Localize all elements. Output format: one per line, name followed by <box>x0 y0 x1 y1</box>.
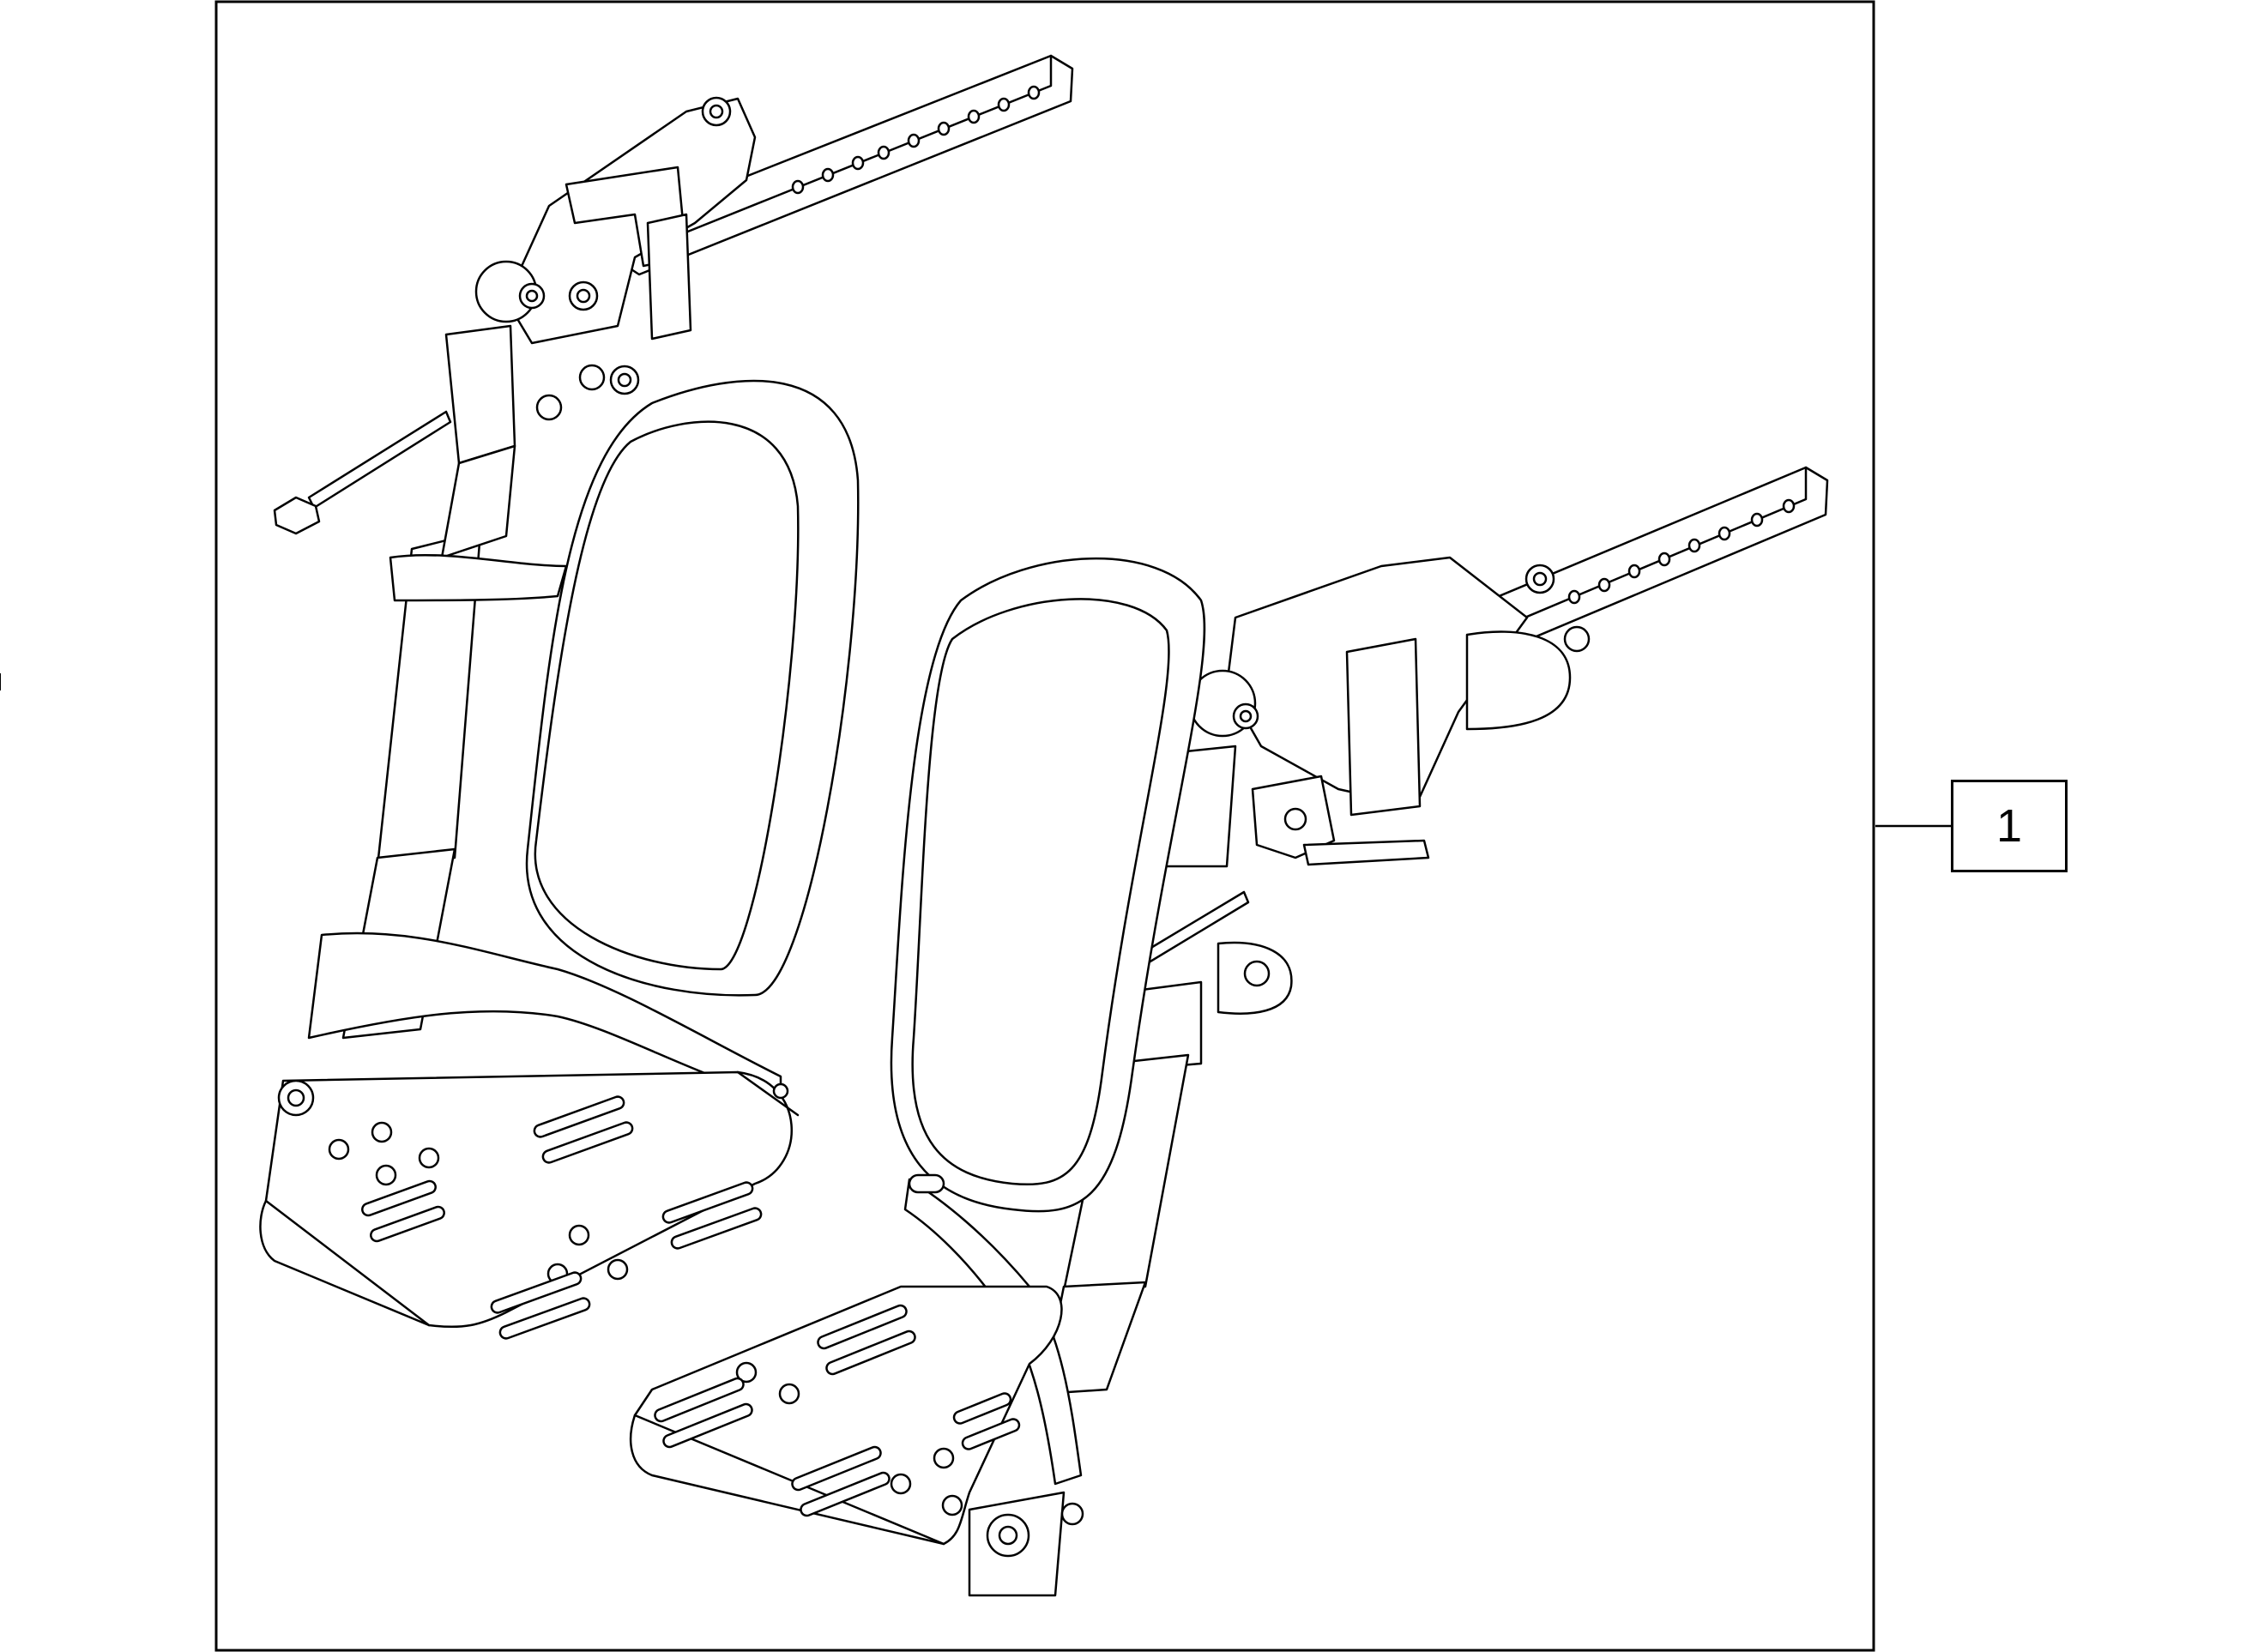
left-footplate <box>259 1070 793 1329</box>
left-footplate-holes <box>328 1121 629 1285</box>
left-calf-strap <box>389 553 568 602</box>
right-footplate <box>629 1285 1063 1546</box>
left-release-rod <box>307 410 452 509</box>
right-mount-bar-holes <box>1567 498 1796 605</box>
drawing-frame <box>214 0 1875 1652</box>
left-calf-pad <box>525 379 860 997</box>
left-footplate-slots <box>361 1095 763 1340</box>
right-legrest <box>629 466 1829 1597</box>
right-footplate-holes <box>735 1361 963 1516</box>
left-upper-tube <box>444 324 516 465</box>
left-mount-bar-holes <box>791 85 1041 195</box>
right-footplate-slots <box>654 1304 1021 1517</box>
part-callout-1: 1 <box>1951 780 2068 872</box>
left-legrest <box>259 54 1074 1340</box>
right-lower-tube <box>1062 1053 1190 1293</box>
right-calf-pad <box>890 557 1206 1213</box>
